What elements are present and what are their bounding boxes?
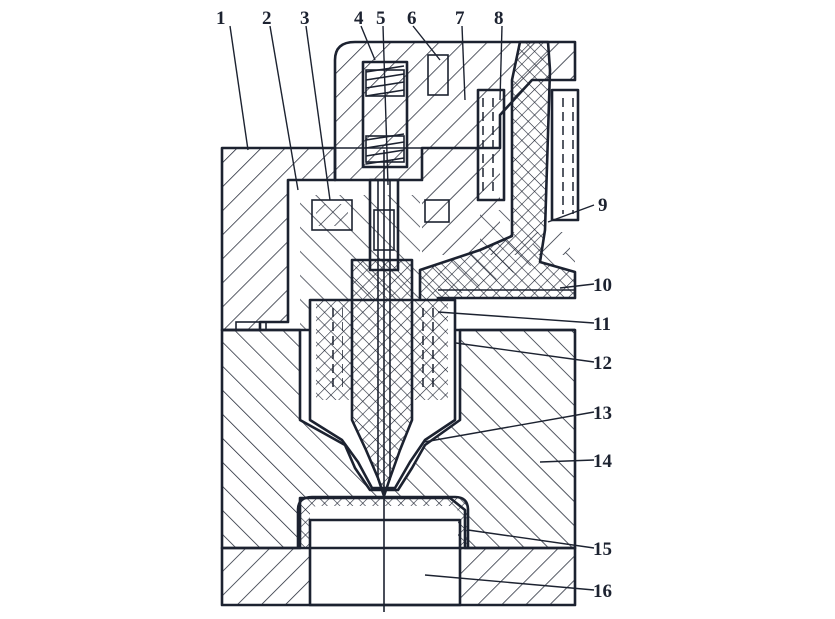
label-11: 11 (593, 314, 611, 335)
label-10: 10 (593, 275, 612, 296)
label-16: 16 (593, 581, 612, 602)
label-12: 12 (593, 353, 612, 374)
label-14: 14 (593, 451, 613, 472)
label-4: 4 (354, 8, 364, 29)
label-9: 9 (598, 195, 608, 216)
molded-part (296, 495, 470, 548)
label-13: 13 (593, 403, 612, 424)
label-15: 15 (593, 539, 612, 560)
valve-pin (368, 150, 400, 612)
label-5: 5 (376, 8, 386, 29)
nozzle-insert (350, 258, 414, 498)
label-3: 3 (300, 8, 310, 29)
label-1: 1 (216, 8, 226, 29)
heater-cartridges (476, 88, 580, 222)
label-7: 7 (455, 8, 465, 29)
bottom-plate (220, 518, 577, 607)
leader-lines (229, 25, 595, 591)
part-labels: 1 2 3 4 5 6 7 8 9 10 11 12 13 14 15 16 (216, 8, 613, 602)
label-2: 2 (262, 8, 272, 29)
label-8: 8 (494, 8, 504, 29)
label-6: 6 (407, 8, 417, 29)
